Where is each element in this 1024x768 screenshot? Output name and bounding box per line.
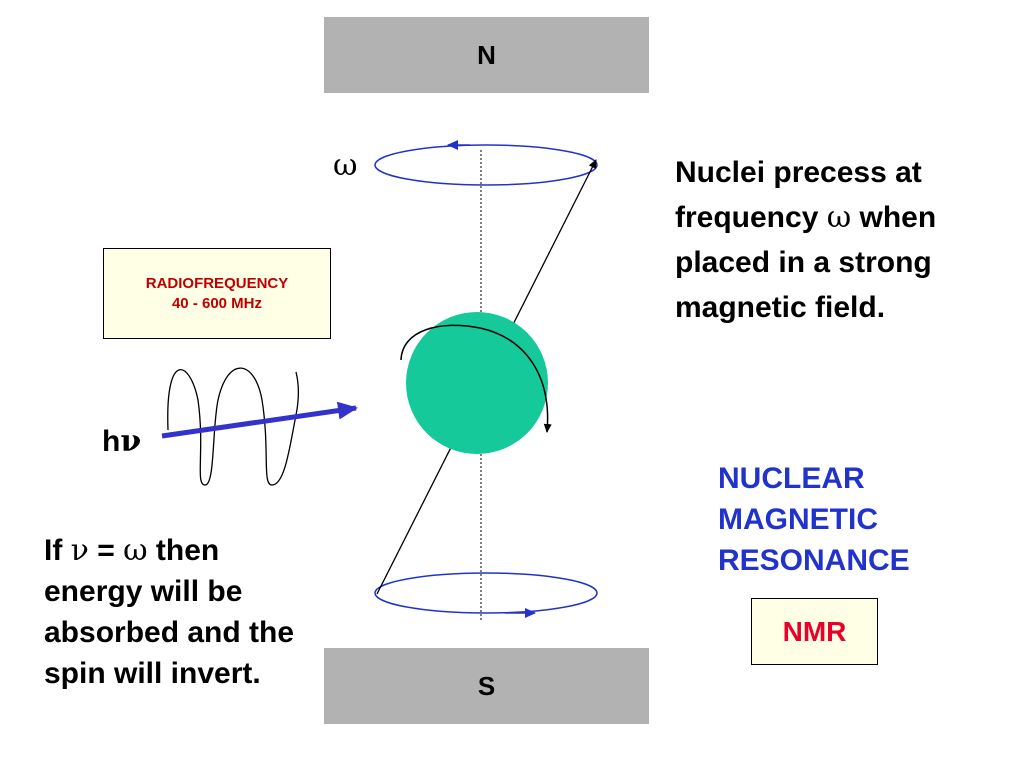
nu-symbol: ν [120, 424, 142, 459]
nmr-title-line3: RESONANCE [718, 544, 910, 577]
precession-text-part1: Nuclei precess at frequency [675, 156, 922, 234]
north-magnet-pole: N [324, 17, 649, 93]
precession-description: Nuclei precess at frequency ω when place… [675, 150, 1005, 330]
photon-arrow [161, 401, 358, 439]
nmr-full-name: NUCLEAR MAGNETIC RESONANCE [718, 458, 910, 581]
south-magnet-pole: S [324, 648, 649, 724]
nucleus-sphere [406, 312, 548, 454]
condition-rest: then energy will be absorbed and the spi… [44, 534, 295, 690]
condition-if: If [44, 534, 71, 567]
omega-symbol: ω [333, 148, 358, 183]
nmr-title-line2: MAGNETIC [718, 503, 878, 536]
planck-h: h [102, 425, 121, 458]
spin-rotation-arrow [400, 324, 552, 433]
precession-omega: ω [826, 200, 852, 235]
south-label: S [477, 670, 496, 701]
condition-equals: = [88, 534, 124, 567]
nmr-abbrev: NMR [782, 615, 847, 647]
precession-text-part2: when placed in a strong magnetic field. [675, 201, 937, 324]
radiofrequency-box: RADIOFREQUENCY 40 - 600 MHz [103, 248, 331, 339]
photon-energy-label: hν [102, 424, 141, 459]
resonance-condition: If ν = ω then energy will be absorbed an… [44, 530, 314, 694]
top-precession-orbit [374, 144, 598, 186]
em-wave [167, 367, 299, 486]
frequency-range-label: 40 - 600 MHz [171, 295, 263, 312]
radiofrequency-label: RADIOFREQUENCY [145, 275, 289, 292]
condition-omega: ω [123, 533, 148, 568]
north-label: N [477, 39, 496, 70]
nmr-abbrev-box: NMR [751, 598, 878, 665]
condition-nu: ν [70, 533, 89, 568]
bottom-precession-orbit [374, 572, 598, 614]
nmr-title-line1: NUCLEAR [718, 462, 865, 495]
